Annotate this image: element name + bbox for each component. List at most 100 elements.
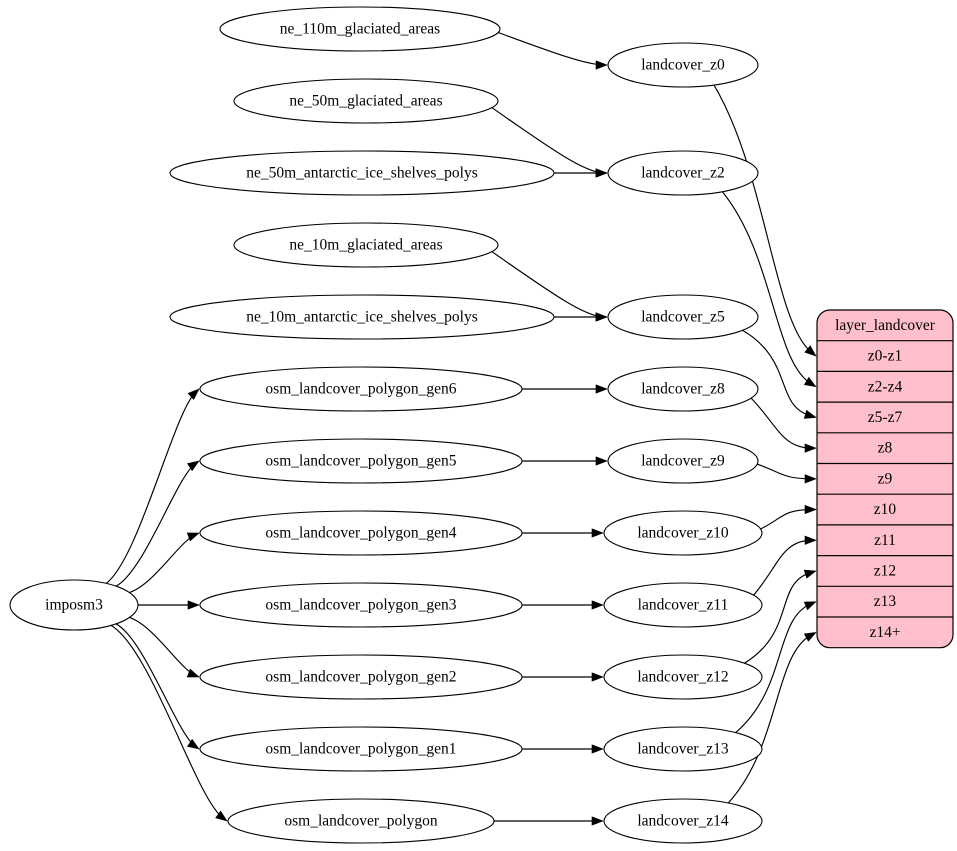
edge-landcover_z11-to-row-z11 [752, 539, 812, 596]
edge-landcover_z12-to-row-z12 [743, 571, 812, 664]
node-ne_10m_antarctic_ice_shelves_polys[interactable]: ne_10m_antarctic_ice_shelves_polys [169, 294, 555, 340]
node-shape-osm_landcover_polygon_gen2 [199, 654, 523, 700]
edge-arrowhead [804, 345, 817, 357]
edge-imposm3-to-osm_landcover_polygon [110, 624, 224, 819]
table-body: layer_landcover z0-z1 z2-z4 z5-z7 z8 z9 z10 z11… [817, 310, 953, 648]
node-ne_50m_antarctic_ice_shelves_polys[interactable]: ne_50m_antarctic_ice_shelves_polys [169, 150, 555, 196]
node-label-landcover_z5: landcover_z5 [641, 309, 725, 326]
table-row-z14+[interactable]: z14+ [817, 616, 953, 648]
edge-arrowhead [186, 532, 200, 542]
edge-arrowhead [804, 474, 817, 484]
node-osm_landcover_polygon_gen3[interactable]: osm_landcover_polygon_gen3 [199, 582, 523, 628]
node-landcover_z13[interactable]: landcover_z13 [603, 726, 763, 772]
node-label-ne_50m_antarctic_ice_shelves_polys: ne_50m_antarctic_ice_shelves_polys [246, 165, 478, 182]
edge-arrowhead [187, 388, 200, 401]
node-label-imposm3: imposm3 [45, 597, 103, 614]
node-label-landcover_z13: landcover_z13 [637, 741, 728, 758]
table-row-z10[interactable]: z10 [817, 493, 953, 525]
node-ne_50m_glaciated_areas[interactable]: ne_50m_glaciated_areas [233, 78, 499, 124]
edge-arrowhead [595, 168, 608, 178]
node-landcover_z5[interactable]: landcover_z5 [607, 294, 759, 340]
edge-imposm3-to-osm_landcover_polygon_gen2 [128, 616, 197, 677]
edge-landcover_z10-to-row-z10 [759, 508, 812, 530]
node-shape-landcover_z14 [603, 798, 763, 844]
node-label-osm_landcover_polygon_gen3: osm_landcover_polygon_gen3 [265, 597, 456, 614]
node-shape-ne_50m_antarctic_ice_shelves_polys [169, 150, 555, 196]
table-header-cell[interactable]: layer_landcover [817, 310, 953, 341]
edge-arrowhead [591, 672, 604, 682]
node-osm_landcover_polygon_gen2[interactable]: osm_landcover_polygon_gen2 [199, 654, 523, 700]
edge-landcover_z5-to-row-z5-z7 [741, 329, 812, 417]
edge-arrowhead [595, 312, 608, 322]
node-label-landcover_z14: landcover_z14 [637, 813, 728, 830]
node-landcover_z14[interactable]: landcover_z14 [603, 798, 763, 844]
table-row-label-z12: z12 [874, 563, 896, 580]
node-shape-landcover_z0 [607, 42, 759, 88]
node-label-landcover_z0: landcover_z0 [641, 57, 725, 74]
edge-arrowhead [804, 443, 817, 453]
edge-arrowhead [804, 504, 817, 515]
node-osm_landcover_polygon_gen6[interactable]: osm_landcover_polygon_gen6 [199, 366, 523, 412]
node-landcover_z2[interactable]: landcover_z2 [607, 150, 759, 196]
edge-arrowhead [803, 631, 817, 642]
node-landcover_z9[interactable]: landcover_z9 [607, 438, 759, 484]
node-shape-osm_landcover_polygon [227, 798, 495, 844]
node-shape-ne_50m_glaciated_areas [233, 78, 499, 124]
table-row-z13[interactable]: z13 [817, 585, 953, 617]
node-shape-osm_landcover_polygon_gen3 [199, 582, 523, 628]
table-row-z5-z7[interactable]: z5-z7 [817, 401, 953, 433]
edges-layer [105, 31, 817, 826]
table-row-z0-z1[interactable]: z0-z1 [817, 340, 953, 372]
node-shape-landcover_z8 [607, 366, 759, 412]
edge-arrowhead [803, 376, 817, 388]
edge-arrowhead [187, 738, 200, 750]
node-shape-osm_landcover_polygon_gen6 [199, 366, 523, 412]
node-imposm3[interactable]: imposm3 [9, 579, 139, 631]
edge-imposm3-to-osm_landcover_polygon_gen1 [115, 622, 197, 748]
node-landcover_z8[interactable]: landcover_z8 [607, 366, 759, 412]
node-osm_landcover_polygon_gen4[interactable]: osm_landcover_polygon_gen4 [199, 510, 523, 556]
node-osm_landcover_polygon[interactable]: osm_landcover_polygon [227, 798, 495, 844]
node-osm_landcover_polygon_gen5[interactable]: osm_landcover_polygon_gen5 [199, 438, 523, 484]
node-ne_10m_glaciated_areas[interactable]: ne_10m_glaciated_areas [233, 222, 499, 268]
node-label-osm_landcover_polygon_gen1: osm_landcover_polygon_gen1 [265, 741, 456, 758]
node-shape-osm_landcover_polygon_gen4 [199, 510, 523, 556]
edge-arrowhead [186, 668, 200, 678]
node-shape-landcover_z10 [603, 510, 763, 556]
node-shape-landcover_z11 [603, 582, 763, 628]
node-landcover_z11[interactable]: landcover_z11 [603, 582, 763, 628]
edge-arrowhead [591, 600, 604, 610]
node-shape-ne_10m_antarctic_ice_shelves_polys [169, 294, 555, 340]
table-row-label-z10: z10 [874, 501, 897, 518]
table-row-z12[interactable]: z12 [817, 554, 953, 587]
node-label-ne_50m_glaciated_areas: ne_50m_glaciated_areas [289, 93, 442, 110]
table-row-label-z11: z11 [874, 532, 896, 549]
edge-landcover_z2-to-row-z2-z4 [721, 191, 812, 385]
table-row-z8[interactable]: z8 [817, 432, 953, 464]
node-landcover_z10[interactable]: landcover_z10 [603, 510, 763, 556]
node-osm_landcover_polygon_gen1[interactable]: osm_landcover_polygon_gen1 [199, 726, 523, 772]
table-row-label-z0-z1: z0-z1 [868, 348, 902, 365]
edge-imposm3-to-osm_landcover_polygon_gen5 [115, 462, 197, 588]
node-label-landcover_z9: landcover_z9 [641, 453, 725, 470]
edge-landcover_z8-to-row-z8 [750, 397, 812, 449]
nodes-layer: imposm3 ne_110m_glaciated_areas ne_50m_gla… [9, 6, 763, 844]
table-header-label: layer_landcover [835, 317, 936, 334]
table-row-label-z8: z8 [878, 440, 893, 457]
node-label-osm_landcover_polygon_gen5: osm_landcover_polygon_gen5 [265, 453, 456, 470]
node-label-landcover_z11: landcover_z11 [638, 597, 729, 614]
table-row-z2-z4[interactable]: z2-z4 [817, 370, 953, 403]
node-shape-landcover_z12 [603, 654, 763, 700]
edge-ne_110m_glaciated_areas-to-landcover_z0 [496, 31, 605, 66]
edge-landcover_z0-to-row-z0-z1 [713, 84, 812, 353]
table-row-label-z2-z4: z2-z4 [868, 378, 903, 395]
node-label-ne_10m_antarctic_ice_shelves_polys: ne_10m_antarctic_ice_shelves_polys [246, 309, 478, 326]
edge-landcover_z14-to-row-z14+ [727, 634, 812, 804]
table-row-z9[interactable]: z9 [817, 462, 953, 495]
node-ne_110m_glaciated_areas[interactable]: ne_110m_glaciated_areas [219, 6, 501, 52]
node-landcover_z0[interactable]: landcover_z0 [607, 42, 759, 88]
table-row-z11[interactable]: z11 [817, 524, 953, 556]
node-landcover_z12[interactable]: landcover_z12 [603, 654, 763, 700]
edge-arrowhead [595, 60, 608, 70]
